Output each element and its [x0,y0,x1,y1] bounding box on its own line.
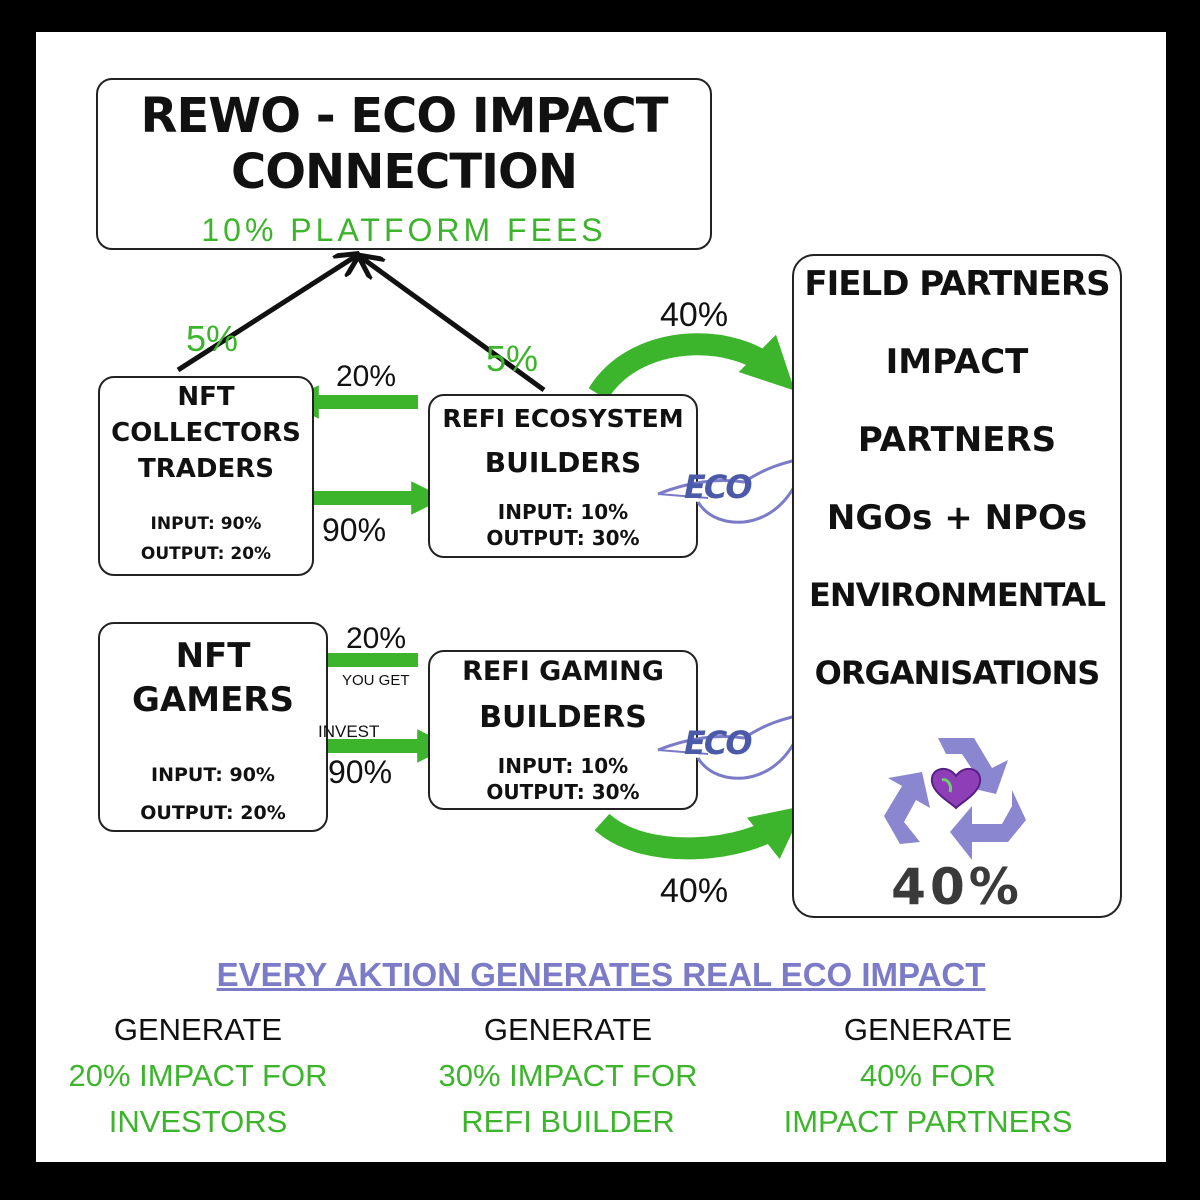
collectors-line2: COLLECTORS [111,418,301,448]
platform-fees: 10% PLATFORM FEES [201,212,607,248]
footer-col1-line2: INVESTORS [108,1104,288,1139]
arrow-gaming-to-partners [594,805,805,860]
you-get-label: YOU GET [342,672,410,689]
right-fee-label: 5% [486,338,539,379]
platform-title-line1: REWO - ECO IMPACT [140,88,669,144]
partners-line-4: NGOs + NPOs [826,498,1088,538]
footer-col1-line1: 20% IMPACT FOR [68,1058,328,1093]
gamers-line1: NFT [175,636,251,676]
collectors-input: INPUT: 90% [150,514,262,534]
arrow-eco-to-partners [588,333,795,401]
eco-badge-top-text: ECO [684,468,753,506]
gamers-output: OUTPUT: 20% [140,802,286,824]
eco-to-partners-label: 40% [660,296,729,334]
diagram-canvas: REWO - ECO IMPACT CONNECTION 10% PLATFOR… [36,32,1166,1162]
gaming-builders-line1: REFI GAMING [462,656,664,687]
platform-title-line2: CONNECTION [231,144,578,200]
gamers-box [98,622,328,832]
gaming-to-gamers-label: 20% [346,622,407,655]
footer-col3-top: GENERATE [843,1012,1013,1047]
partners-line-6: ORGANISATIONS [814,654,1101,692]
left-fee-arrow [176,256,356,373]
eco-builders-output: OUTPUT: 30% [486,526,640,550]
eco-builders-line1: REFI ECOSYSTEM [442,404,684,433]
invest-label: INVEST [318,722,380,741]
gaming-builders-output: OUTPUT: 30% [486,780,640,804]
eco-badge-bottom-text: ECO [684,724,753,762]
footer-col3-line1: 40% FOR [859,1058,997,1093]
gamers-to-gaming-label: 90% [328,754,393,790]
partners-line-2: IMPACT [885,342,1029,382]
gamers-line2: GAMERS [132,680,294,720]
footer-col2-line1: 30% IMPACT FOR [438,1058,698,1093]
partners-line-5: ENVIRONMENTAL [809,576,1106,614]
collectors-to-eco-label: 90% [322,512,387,548]
platform-box [96,78,712,250]
partners-percent: 40% [891,858,1023,916]
gaming-builders-line2: BUILDERS [479,700,647,735]
right-fee-arrow [362,258,546,393]
partners-line-1: FIELD PARTNERS [804,264,1110,304]
footer-col1-top: GENERATE [113,1012,283,1047]
footer-col2-line2: REFI BUILDER [461,1104,675,1139]
footer-col3-line2: IMPACT PARTNERS [783,1104,1073,1139]
eco-builders-input: INPUT: 10% [497,500,629,524]
gamers-input: INPUT: 90% [151,764,275,786]
gaming-builders-box [428,650,698,810]
eco-builders-line2: BUILDERS [484,446,642,479]
recycle-heart-icon [884,738,1026,860]
collectors-box [98,376,314,576]
collectors-line1: NFT [177,382,235,412]
collectors-output: OUTPUT: 20% [140,544,272,564]
eco-builders-box [428,394,698,558]
collectors-line3: TRADERS [138,454,274,484]
gaming-to-partners-label: 40% [660,872,729,910]
left-fee-label: 5% [186,318,239,359]
footer-col2-top: GENERATE [483,1012,653,1047]
eco-to-collectors-label: 20% [336,360,397,393]
partners-line-3: PARTNERS [857,420,1057,460]
footer-headline: EVERY AKTION GENERATES REAL ECO IMPACT [216,956,986,993]
gaming-builders-input: INPUT: 10% [497,754,629,778]
